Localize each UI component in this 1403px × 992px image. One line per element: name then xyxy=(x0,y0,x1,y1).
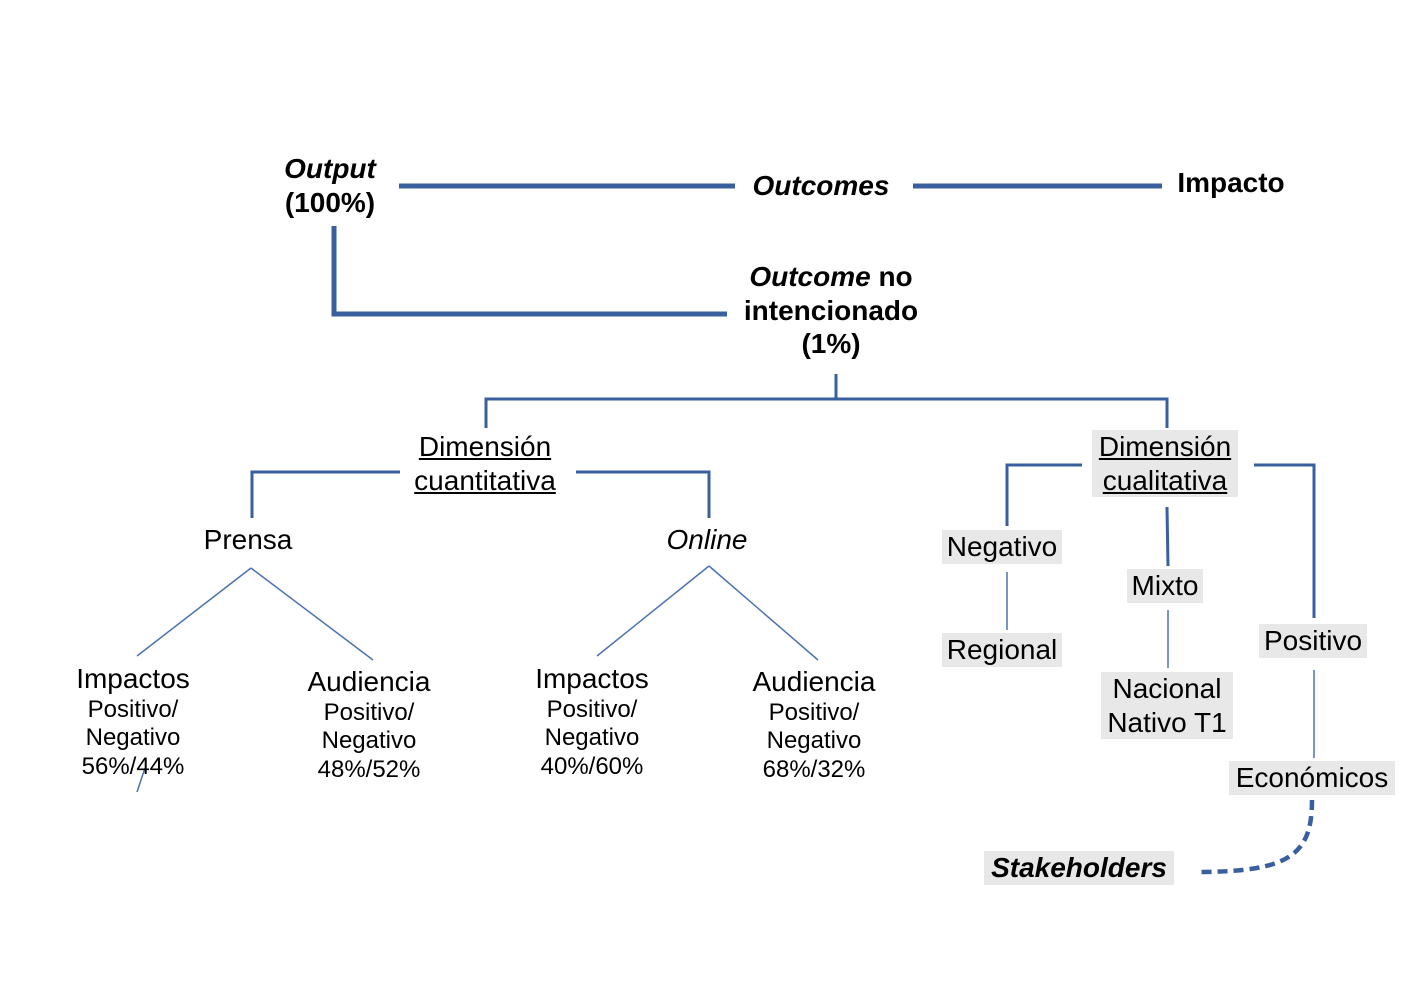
quant-prensa-connector xyxy=(250,470,400,518)
online-node: Online xyxy=(666,524,748,555)
economicos-node: Económicos xyxy=(1229,761,1395,795)
unintended-outcome-em: Outcome xyxy=(749,261,871,292)
stray-mark xyxy=(136,767,146,793)
online-audiencia-connector xyxy=(708,565,819,661)
outcomes-node: Outcomes xyxy=(752,170,890,201)
output-percentage: (100%) xyxy=(284,186,376,218)
unintended-outcome-line2: intencionado xyxy=(743,294,919,326)
prensa-audiencia-connector xyxy=(250,567,374,661)
stakeholders-node: Stakeholders xyxy=(984,851,1174,885)
quantitative-dimension-node: Dimensión cuantitativa xyxy=(399,430,571,497)
quantitative-dimension-line2: cuantitativa xyxy=(414,464,556,496)
regional-node: Regional xyxy=(942,633,1062,667)
online-audiencia-ratio: 68%/32% xyxy=(762,756,866,784)
prensa-audiencia-ratio: 48%/52% xyxy=(317,756,421,784)
online-impactos-title: Impactos xyxy=(535,663,649,694)
online-impactos-node: Impactos Positivo/ Negativo 40%/60% xyxy=(517,662,667,782)
unintended-outcome-no: no xyxy=(870,261,913,292)
output-unintended-connector xyxy=(331,226,727,317)
unintended-outcome-percentage: (1%) xyxy=(801,328,861,360)
quant-online-connector xyxy=(576,470,711,518)
qual-mixto-connector xyxy=(1165,506,1170,567)
prensa-node: Prensa xyxy=(203,524,293,555)
prensa-audiencia-node: Audiencia Positivo/ Negativo 48%/52% xyxy=(290,665,448,785)
prensa-impactos-title: Impactos xyxy=(76,663,190,694)
prensa-audiencia-line3: Negativo xyxy=(321,727,417,755)
positivo-node: Positivo xyxy=(1259,624,1367,658)
negativo-node: Negativo xyxy=(942,530,1062,564)
prensa-impactos-node: Impactos Positivo/ Negativo 56%/44% xyxy=(58,662,208,782)
quantitative-dimension-line1: Dimensión xyxy=(418,431,552,462)
online-impactos-line3: Negativo xyxy=(544,724,640,752)
prensa-impactos-ratio: 56%/44% xyxy=(81,753,185,781)
online-impactos-line2: Positivo/ xyxy=(546,695,638,723)
prensa-audiencia-title: Audiencia xyxy=(307,666,431,697)
qualitative-dimension-line2: cualitativa xyxy=(1102,464,1228,496)
nacional-line2: Nativo T1 xyxy=(1107,706,1227,738)
nacional-node: Nacional Nativo T1 xyxy=(1101,672,1233,740)
prensa-impactos-line2: Positivo/ xyxy=(87,695,179,723)
online-impactos-ratio: 40%/60% xyxy=(540,753,644,781)
prensa-impactos-line3: Negativo xyxy=(85,724,181,752)
nacional-line1: Nacional xyxy=(1112,673,1222,704)
qualitative-dimension-node: Dimensión cualitativa xyxy=(1092,430,1238,498)
online-audiencia-node: Audiencia Positivo/ Negativo 68%/32% xyxy=(735,665,893,785)
output-node: Output (100%) xyxy=(255,152,405,219)
unintended-outcome-node: Outcome no intencionado (1%) xyxy=(720,260,942,361)
qual-positivo-connector xyxy=(1254,463,1316,618)
output-label: Output xyxy=(284,153,376,184)
online-audiencia-title: Audiencia xyxy=(752,666,876,697)
online-audiencia-line3: Negativo xyxy=(766,727,862,755)
prensa-audiencia-line2: Positivo/ xyxy=(323,698,415,726)
dimensions-bracket xyxy=(484,397,1169,428)
online-audiencia-line2: Positivo/ xyxy=(768,698,860,726)
mixto-node: Mixto xyxy=(1127,569,1203,603)
economicos-stakeholders-dashed-connector xyxy=(1195,799,1315,875)
prensa-impactos-connector xyxy=(136,567,252,657)
qualitative-dimension-line1: Dimensión xyxy=(1098,431,1232,462)
impacto-node: Impacto xyxy=(1177,167,1285,198)
qual-negativo-connector xyxy=(1005,463,1082,526)
online-impactos-connector xyxy=(596,565,710,657)
